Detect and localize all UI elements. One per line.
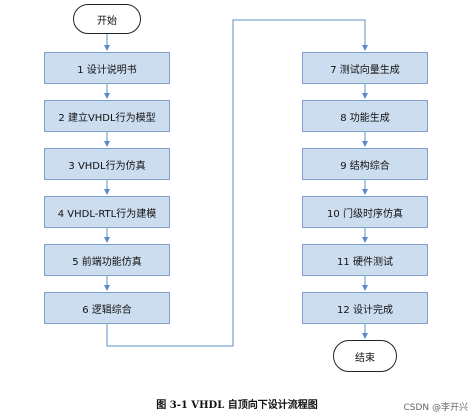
step-4-box: 4 VHDL-RTL行为建模	[44, 196, 170, 228]
step-5-label: 5 前端功能仿真	[72, 256, 142, 268]
step-9-label: 9 结构综合	[340, 160, 390, 172]
step-6-box: 6 逻辑综合	[44, 292, 170, 324]
step-11-box: 11 硬件测试	[302, 244, 428, 276]
start-label: 开始	[97, 15, 117, 27]
figure-caption: 图 3-1 VHDL 自顶向下设计流程图	[156, 400, 318, 411]
start-terminal: 开始	[73, 4, 141, 34]
step-6-label: 6 逻辑综合	[82, 304, 132, 316]
step-9-box: 9 结构综合	[302, 148, 428, 180]
step-10-label: 10 门级时序仿真	[327, 208, 403, 220]
step-5-box: 5 前端功能仿真	[44, 244, 170, 276]
step-4-label: 4 VHDL-RTL行为建模	[57, 208, 157, 220]
step-8-label: 8 功能生成	[340, 112, 390, 124]
step-12-label: 12 设计完成	[337, 304, 393, 316]
end-terminal: 结束	[333, 340, 397, 372]
step-11-label: 11 硬件测试	[337, 256, 393, 268]
step-3-label: 3 VHDL行为仿真	[68, 160, 146, 172]
step-2-label: 2 建立VHDL行为模型	[58, 112, 156, 124]
step-2-box: 2 建立VHDL行为模型	[44, 100, 170, 132]
arrow-6-to-7	[106, 19, 368, 347]
step-8-box: 8 功能生成	[302, 100, 428, 132]
step-1-label: 1 设计说明书	[77, 64, 137, 76]
step-7-box: 7 测试向量生成	[302, 52, 428, 84]
step-3-box: 3 VHDL行为仿真	[44, 148, 170, 180]
end-label: 结束	[355, 352, 375, 364]
step-12-box: 12 设计完成	[302, 292, 428, 324]
step-1-box: 1 设计说明书	[44, 52, 170, 84]
step-10-box: 10 门级时序仿真	[302, 196, 428, 228]
watermark-text: CSDN @李开兴	[403, 403, 468, 413]
step-7-label: 7 测试向量生成	[330, 64, 400, 76]
